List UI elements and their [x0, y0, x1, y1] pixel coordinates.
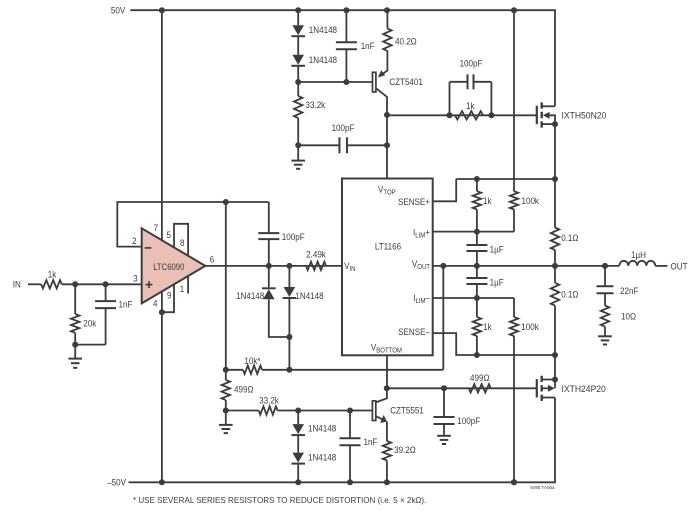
- svg-text:–50V: –50V: [107, 477, 126, 488]
- svg-text:33.2k: 33.2k: [305, 99, 325, 110]
- svg-text:100pF: 100pF: [460, 58, 483, 69]
- svg-text:6: 6: [210, 254, 215, 265]
- svg-text:1N4148: 1N4148: [236, 290, 264, 301]
- svg-text:1k: 1k: [466, 100, 475, 111]
- svg-text:499Ω: 499Ω: [234, 384, 254, 395]
- svg-text:4: 4: [153, 298, 158, 309]
- svg-text:7: 7: [154, 223, 159, 234]
- svg-text:22nF: 22nF: [620, 285, 639, 296]
- svg-text:10Ω: 10Ω: [621, 311, 636, 322]
- svg-text:3: 3: [133, 273, 138, 284]
- svg-text:1: 1: [180, 283, 185, 294]
- svg-text:100pF: 100pF: [332, 123, 355, 134]
- svg-text:1N4148: 1N4148: [308, 423, 336, 434]
- svg-text:0.1Ω: 0.1Ω: [561, 289, 579, 300]
- svg-text:50V: 50V: [111, 5, 125, 16]
- svg-text:100k: 100k: [521, 195, 539, 206]
- svg-text:* USE SEVERAL SERIES RESISTORS: * USE SEVERAL SERIES RESISTORS TO REDUCE…: [133, 495, 426, 505]
- svg-text:2: 2: [132, 235, 137, 246]
- svg-text:39.2Ω: 39.2Ω: [394, 444, 416, 455]
- svg-text:IXTH24P20: IXTH24P20: [561, 384, 605, 395]
- svg-text:IN: IN: [13, 279, 21, 290]
- svg-text:100pF: 100pF: [282, 232, 305, 243]
- svg-text:SENSE–: SENSE–: [398, 326, 430, 337]
- svg-text:OUT: OUT: [670, 261, 688, 272]
- svg-text:LT1166: LT1166: [375, 241, 401, 252]
- svg-text:1N4148: 1N4148: [295, 290, 323, 301]
- svg-text:1nF: 1nF: [118, 299, 132, 310]
- svg-text:1N4148: 1N4148: [309, 24, 337, 35]
- svg-text:LTC6090: LTC6090: [153, 261, 184, 272]
- svg-text:CZT5551: CZT5551: [390, 405, 424, 416]
- svg-text:VIN: VIN: [344, 260, 356, 273]
- svg-text:9: 9: [167, 290, 172, 301]
- svg-text:1k: 1k: [483, 195, 492, 206]
- svg-text:5: 5: [167, 229, 172, 240]
- svg-text:1N4148: 1N4148: [309, 54, 337, 65]
- svg-text:1nF: 1nF: [361, 40, 375, 51]
- svg-text:100pF: 100pF: [457, 416, 480, 427]
- svg-text:1µH: 1µH: [631, 249, 646, 260]
- svg-text:1N4148: 1N4148: [308, 452, 336, 463]
- svg-text:100k: 100k: [521, 321, 539, 332]
- svg-text:1nF: 1nF: [364, 436, 378, 447]
- svg-text:20k: 20k: [83, 318, 97, 329]
- svg-text:8: 8: [180, 237, 185, 248]
- svg-text:1k: 1k: [483, 321, 492, 332]
- svg-text:1k: 1k: [48, 269, 57, 280]
- svg-text:6090 TA06a: 6090 TA06a: [530, 485, 555, 490]
- svg-text:33.2k: 33.2k: [259, 395, 279, 406]
- svg-text:40.2Ω: 40.2Ω: [395, 36, 417, 47]
- svg-text:0.1Ω: 0.1Ω: [561, 233, 579, 244]
- svg-text:499Ω: 499Ω: [470, 372, 490, 383]
- svg-text:IXTH50N20: IXTH50N20: [561, 110, 606, 121]
- svg-text:1µF: 1µF: [490, 277, 505, 288]
- svg-text:10k*: 10k*: [244, 355, 261, 366]
- svg-text:CZT5401: CZT5401: [389, 77, 423, 88]
- svg-text:SENSE+: SENSE+: [398, 197, 430, 208]
- svg-text:1µF: 1µF: [490, 244, 505, 255]
- svg-text:2.49k: 2.49k: [306, 249, 326, 260]
